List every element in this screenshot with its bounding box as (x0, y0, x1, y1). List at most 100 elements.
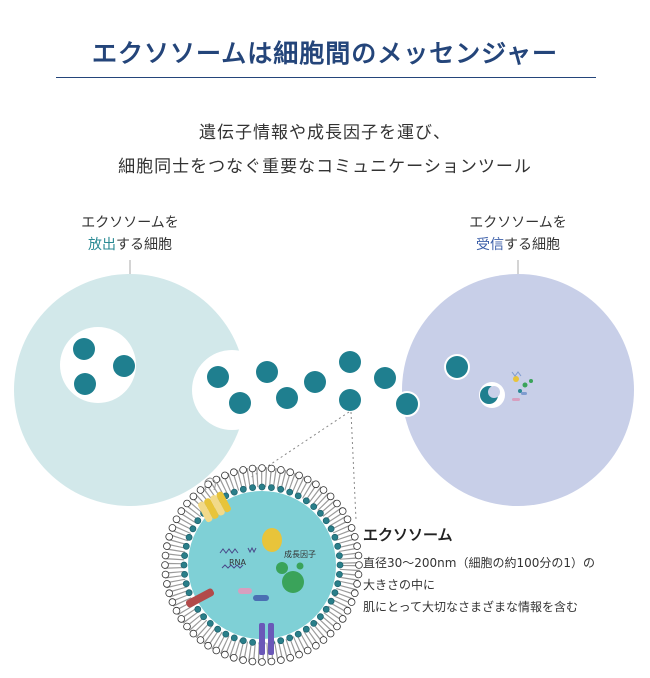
lipid-head (181, 571, 189, 578)
magnified-exosome: RNA 成長因子 (161, 464, 363, 666)
lipid-head (336, 561, 344, 569)
lipid-head (183, 499, 191, 508)
lipid-head (319, 486, 328, 494)
lipid-head (312, 641, 320, 650)
receiving-cell-label-line1: エクソソームを (469, 215, 567, 231)
lipid-head (239, 466, 247, 474)
lipid-head (310, 620, 318, 627)
exosome-fusing-opening (488, 386, 500, 398)
lipid-head (326, 629, 335, 638)
membrane-protein-purple-right (268, 623, 274, 655)
lipid-head (319, 636, 328, 644)
budding-vesicle (192, 350, 272, 430)
lipid-head (189, 525, 197, 533)
lipid-head (168, 524, 177, 532)
exosome (446, 356, 468, 378)
lipid-head (161, 551, 170, 560)
lipid-head (353, 580, 361, 588)
release-highlight: 放出 (88, 237, 116, 253)
protein-green-medium (276, 562, 288, 574)
receiving-cell-label: エクソソームを 受信する細胞 (448, 212, 588, 256)
lipid-head (331, 589, 339, 597)
lipid-head (258, 483, 266, 491)
title-underline (56, 77, 596, 78)
membrane-protein-yellow (198, 491, 231, 523)
lipid-head (196, 636, 205, 644)
exosome (276, 387, 298, 409)
lipid-head (196, 486, 205, 494)
lipid-head (249, 639, 257, 646)
receiving-cell (402, 274, 634, 506)
released-protein (512, 398, 520, 401)
lipid-head (312, 480, 320, 489)
rna-label: RNA (229, 558, 247, 567)
sending-cell-label-line2: 放出する細胞 (60, 234, 200, 256)
lipid-head (182, 580, 190, 588)
lipid-head (316, 509, 324, 517)
released-growth-factor (513, 376, 519, 382)
released-particle (529, 379, 533, 383)
lipid-head (334, 580, 342, 588)
lipid-head (334, 542, 342, 550)
lipid-head (248, 657, 257, 666)
exosome (229, 392, 251, 414)
lipid-head (163, 580, 171, 588)
lipid-head (258, 658, 266, 666)
lipid-head (347, 598, 356, 606)
receiving-cell-label-rest: する細胞 (504, 237, 560, 253)
subtitle-line-1: 遺伝子情報や成長因子を運び、 (199, 123, 451, 143)
lipid-head (161, 570, 170, 579)
released-particle (522, 382, 528, 388)
lipid-head (180, 561, 188, 569)
lipid-head (295, 471, 303, 480)
lipid-head (294, 492, 302, 500)
lipid-head (239, 637, 247, 645)
lipid-head (322, 517, 330, 525)
annotation-line-2: 大きさの中に (363, 578, 436, 592)
lipid-head (277, 637, 285, 645)
lipid-head (214, 625, 222, 633)
lipid-head (286, 488, 294, 496)
page-title: エクソソームは細胞間のメッセンジャー (91, 39, 558, 68)
lipid-head (165, 532, 174, 541)
lipid-head (221, 650, 229, 659)
lipid-head (295, 650, 303, 659)
lipid-head (347, 524, 356, 532)
lipid-head (182, 542, 190, 550)
exosome (113, 355, 135, 377)
lipid-head (354, 570, 363, 579)
sending-cell-label-line1: エクソソームを (81, 215, 179, 231)
lipid-head (267, 657, 276, 666)
exosome (374, 367, 396, 389)
exosome (304, 371, 326, 393)
lipid-head (189, 629, 198, 638)
protein-green-large (282, 571, 304, 593)
exosome (396, 393, 418, 415)
lipid-head (206, 620, 214, 627)
released-rna (511, 371, 522, 377)
protein-green-small (296, 562, 304, 570)
lipid-head (350, 532, 359, 541)
lipid-head (249, 484, 257, 492)
lipid-head (338, 615, 347, 623)
lipid-head (322, 605, 330, 613)
lipid-head (221, 471, 229, 480)
lipid-head (181, 552, 189, 559)
lipid-head (327, 597, 335, 605)
receiving-cell-label-line2: 受信する細胞 (448, 234, 588, 256)
lipid-head (230, 653, 238, 662)
lipid-head (310, 503, 318, 511)
membrane-protein-red (185, 588, 215, 608)
lipid-head (172, 606, 181, 615)
lipid-head (331, 533, 339, 541)
lipid-head (277, 656, 285, 664)
sending-cell (14, 274, 246, 506)
lipid-head (189, 492, 198, 501)
lipid-head (185, 589, 193, 597)
sending-cell-label-rest: する細胞 (116, 237, 172, 253)
lipid-head (239, 485, 247, 493)
lipid-head (294, 630, 302, 638)
lipid-head (230, 488, 238, 496)
lipid-head (333, 499, 341, 508)
